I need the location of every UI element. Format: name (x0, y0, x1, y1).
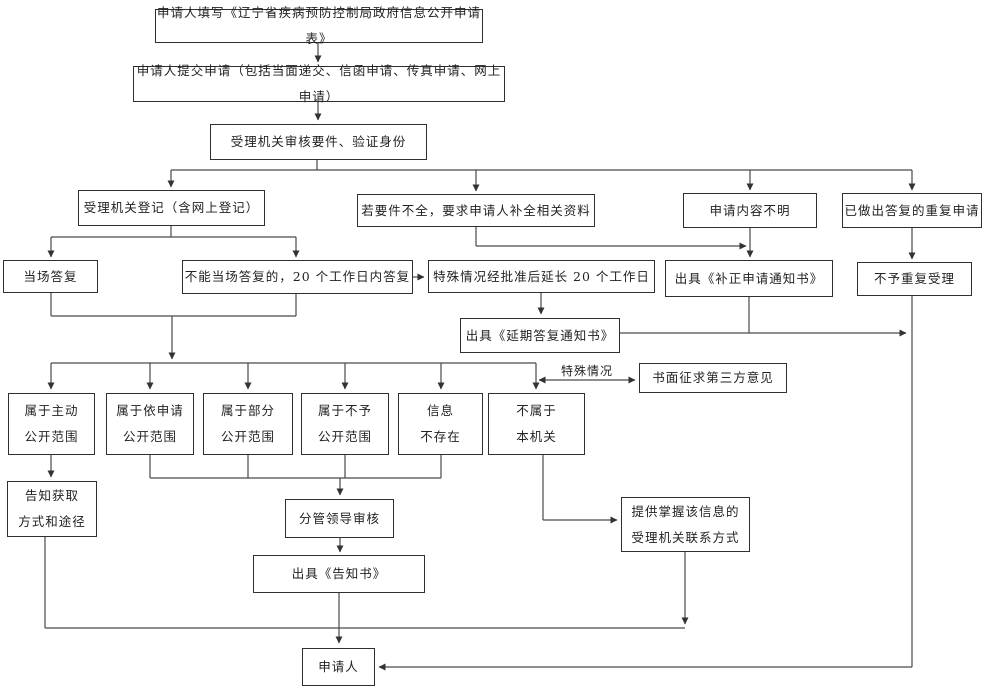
node-reply-within-20-days: 不能当场答复的，20 个工作日内答复 (182, 260, 413, 294)
node-extend-20-days: 特殊情况经批准后延长 20 个工作日 (428, 260, 655, 293)
node-inform-access-method: 告知获取 方式和途径 (7, 481, 97, 537)
node-leader-review: 分管领导审核 (285, 499, 394, 538)
node-delay-notice: 出具《延期答复通知书》 (460, 318, 620, 353)
node-not-this-organization: 不属于 本机关 (488, 393, 585, 455)
node-no-repeat-accept: 不予重复受理 (857, 262, 972, 296)
node-incomplete-materials: 若要件不全，要求申请人补全相关资料 (357, 194, 595, 227)
node-partial-disclosure-scope: 属于部分 公开范围 (203, 393, 293, 455)
node-review-identity: 受理机关审核要件、验证身份 (210, 124, 427, 160)
edge-label-special-case: 特殊情况 (547, 362, 627, 379)
node-on-spot-reply: 当场答复 (3, 260, 98, 293)
node-applicant: 申请人 (302, 648, 375, 686)
node-third-party-opinion: 书面征求第三方意见 (639, 363, 787, 393)
node-content-unclear: 申请内容不明 (683, 193, 817, 228)
node-repeated-application: 已做出答复的重复申请 (842, 193, 982, 228)
node-notice-letter: 出具《告知书》 (253, 555, 425, 593)
node-info-not-exist: 信息 不存在 (398, 393, 483, 455)
node-register: 受理机关登记（含网上登记） (78, 190, 265, 226)
node-on-request-disclosure-scope: 属于依申请 公开范围 (106, 393, 194, 455)
node-correction-notice: 出具《补正申请通知书》 (665, 260, 833, 297)
node-submit-application: 申请人提交申请（包括当面递交、信函申请、传真申请、网上申请） (133, 63, 505, 104)
node-fill-form: 申请人填写《辽宁省疾病预防控制局政府信息公开申请表》 (155, 5, 483, 46)
node-provide-contact-info: 提供掌握该信息的 受理机关联系方式 (621, 497, 750, 552)
node-no-disclosure-scope: 属于不予 公开范围 (301, 393, 389, 455)
node-active-disclosure-scope: 属于主动 公开范围 (8, 393, 95, 455)
